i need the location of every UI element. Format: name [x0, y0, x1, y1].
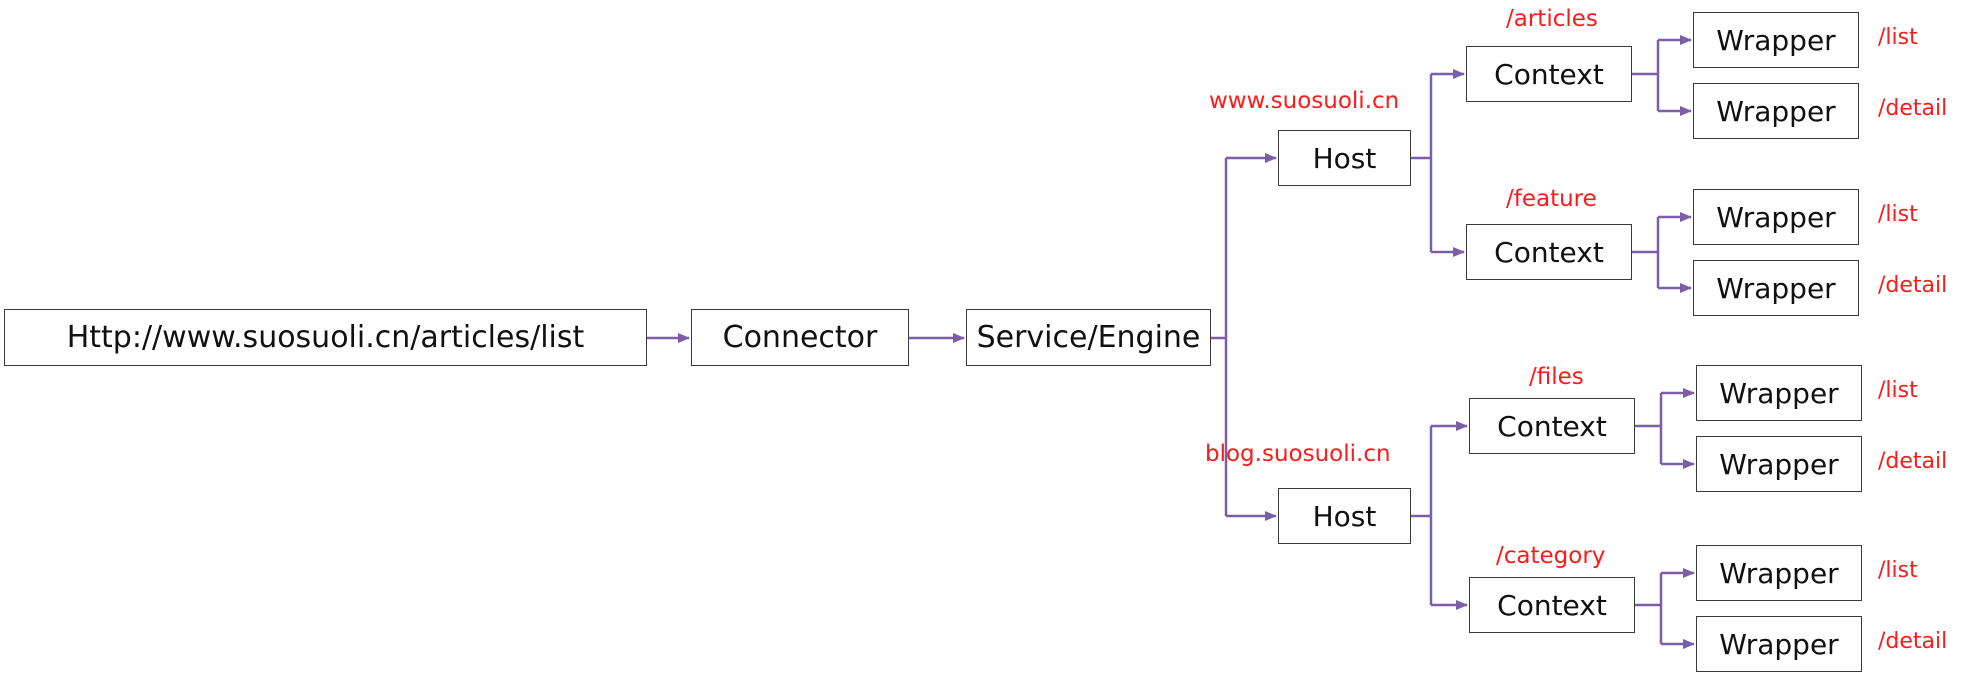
context-text: Context [1497, 409, 1607, 443]
wrapper-text: Wrapper [1719, 447, 1839, 481]
wrapper-path-label: /detail [1878, 96, 1948, 121]
context-path-label: /feature [1506, 186, 1597, 212]
wrapper-box: Wrapper [1693, 12, 1859, 68]
engine-box: Service/Engine [966, 309, 1211, 366]
context-text: Context [1494, 57, 1604, 91]
context-path-label: /files [1529, 364, 1584, 390]
connector-box: Connector [691, 309, 909, 366]
wrapper-box: Wrapper [1693, 260, 1859, 316]
wrapper-path-label: /detail [1878, 629, 1948, 654]
context-box: Context [1466, 224, 1632, 280]
request-url-text: Http://www.suosuoli.cn/articles/list [66, 320, 585, 355]
context-box: Context [1466, 46, 1632, 102]
wrapper-path-label: /detail [1878, 273, 1948, 298]
wrapper-text: Wrapper [1719, 627, 1839, 661]
wrapper-path-label: /list [1878, 25, 1918, 50]
wrapper-text: Wrapper [1716, 200, 1836, 234]
wrapper-path-label: /list [1878, 558, 1918, 583]
wrapper-text: Wrapper [1719, 556, 1839, 590]
connector-text: Connector [722, 320, 878, 355]
wrapper-path-label: /detail [1878, 449, 1948, 474]
host-box: Host [1278, 130, 1411, 186]
context-path-label: /articles [1506, 6, 1598, 32]
context-path-label: /category [1496, 543, 1606, 569]
host-text: Host [1312, 141, 1377, 175]
context-box: Context [1469, 577, 1635, 633]
wrapper-box: Wrapper [1696, 436, 1862, 492]
wrapper-box: Wrapper [1696, 545, 1862, 601]
wrapper-path-label: /list [1878, 378, 1918, 403]
wrapper-box: Wrapper [1696, 365, 1862, 421]
wrapper-box: Wrapper [1696, 616, 1862, 672]
wrapper-text: Wrapper [1719, 376, 1839, 410]
request-url-box: Http://www.suosuoli.cn/articles/list [4, 309, 647, 366]
context-text: Context [1497, 588, 1607, 622]
context-text: Context [1494, 235, 1604, 269]
host-name-label: www.suosuoli.cn [1209, 88, 1400, 114]
context-box: Context [1469, 398, 1635, 454]
wrapper-box: Wrapper [1693, 189, 1859, 245]
wrapper-text: Wrapper [1716, 271, 1836, 305]
wrapper-box: Wrapper [1693, 83, 1859, 139]
host-name-label: blog.suosuoli.cn [1205, 441, 1391, 467]
engine-text: Service/Engine [976, 320, 1201, 355]
host-box: Host [1278, 488, 1411, 544]
wrapper-text: Wrapper [1716, 94, 1836, 128]
wrapper-path-label: /list [1878, 202, 1918, 227]
host-text: Host [1312, 499, 1377, 533]
wrapper-text: Wrapper [1716, 23, 1836, 57]
